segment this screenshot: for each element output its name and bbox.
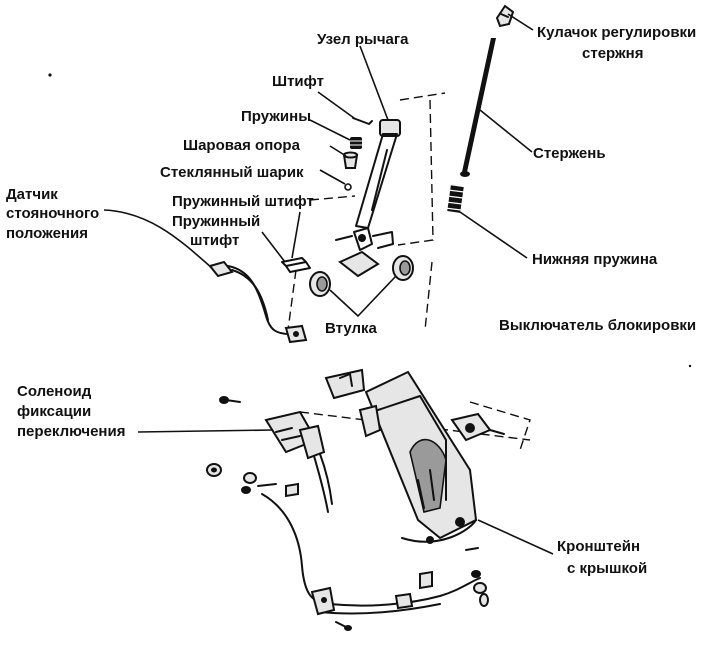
lever-assembly-leader: [359, 45, 389, 121]
bracket-leader: [477, 519, 554, 555]
label-adjustment-cam-line2: стержня: [582, 45, 643, 62]
label-spring-pin-2-line2: штифт: [190, 232, 239, 249]
bushing-part-right: [392, 255, 414, 281]
spring-pin-part: [281, 257, 311, 273]
label-spring-pin-1: Пружинный штифт: [172, 193, 314, 210]
bracket-assembly: [299, 368, 531, 544]
bushing-leader: [329, 275, 397, 318]
rod-leader: [479, 109, 533, 153]
label-solenoid-line1: Соленоид: [17, 383, 92, 400]
park-position-sensor-part: [208, 260, 308, 344]
label-glass-ball: Стеклянный шарик: [160, 164, 304, 181]
label-lock-switch: Выключатель блокировки: [499, 317, 696, 334]
label-bracket-line2: с крышкой: [567, 560, 647, 577]
label-lever-assembly: Узел рычага: [317, 31, 409, 48]
label-bracket-line1: Кронштейн: [557, 538, 640, 555]
adjustment-cam-leader: [507, 13, 534, 31]
label-park-sensor-line2: стояночного: [6, 205, 99, 222]
assembly-outline: [287, 92, 446, 331]
ball-seat-leader: [329, 145, 347, 157]
spring-pin-1-leader: [291, 211, 301, 259]
label-rod: Стержень: [533, 145, 606, 162]
springs-leader: [309, 119, 351, 141]
label-lower-spring: Нижняя пружина: [532, 251, 658, 268]
lower-spring-part: [444, 185, 465, 213]
label-bushing: Втулка: [325, 320, 378, 337]
ball-seat-part: [342, 151, 359, 169]
bushing-part-left: [309, 271, 331, 297]
rod-part: [460, 38, 496, 177]
glass-ball-leader: [319, 169, 346, 185]
spring-pin-2-leader: [261, 231, 286, 263]
label-adjustment-cam-line1: Кулачок регулировки: [537, 24, 696, 41]
pin-leader: [317, 91, 355, 119]
label-ball-seat: Шаровая опора: [183, 137, 301, 154]
shift-lock-solenoid-part: [264, 410, 333, 513]
wire-harness-part: [261, 493, 489, 631]
scan-dot: [688, 364, 692, 368]
pin-part: [352, 117, 373, 125]
solenoid-leader: [137, 429, 273, 433]
bolt-parts: [206, 396, 299, 498]
springs-part: [350, 137, 362, 149]
label-solenoid-line3: переключения: [17, 423, 125, 440]
scan-dot: [48, 73, 52, 77]
lower-spring-leader: [459, 211, 528, 259]
labels: Узел рычага Кулачок регулировки стержня …: [6, 24, 696, 577]
glass-ball-part: [344, 183, 352, 191]
lever-assembly-part: [335, 119, 401, 278]
label-spring-pin-2-line1: Пружинный: [172, 213, 260, 230]
label-pin: Штифт: [272, 73, 324, 90]
label-springs: Пружины: [241, 108, 311, 125]
label-park-sensor-line1: Датчик: [6, 186, 58, 203]
park-sensor-leader: [103, 209, 213, 269]
adjustment-cam-part: [495, 4, 515, 28]
label-park-sensor-line3: положения: [6, 225, 88, 242]
label-solenoid-line2: фиксации: [17, 403, 91, 420]
